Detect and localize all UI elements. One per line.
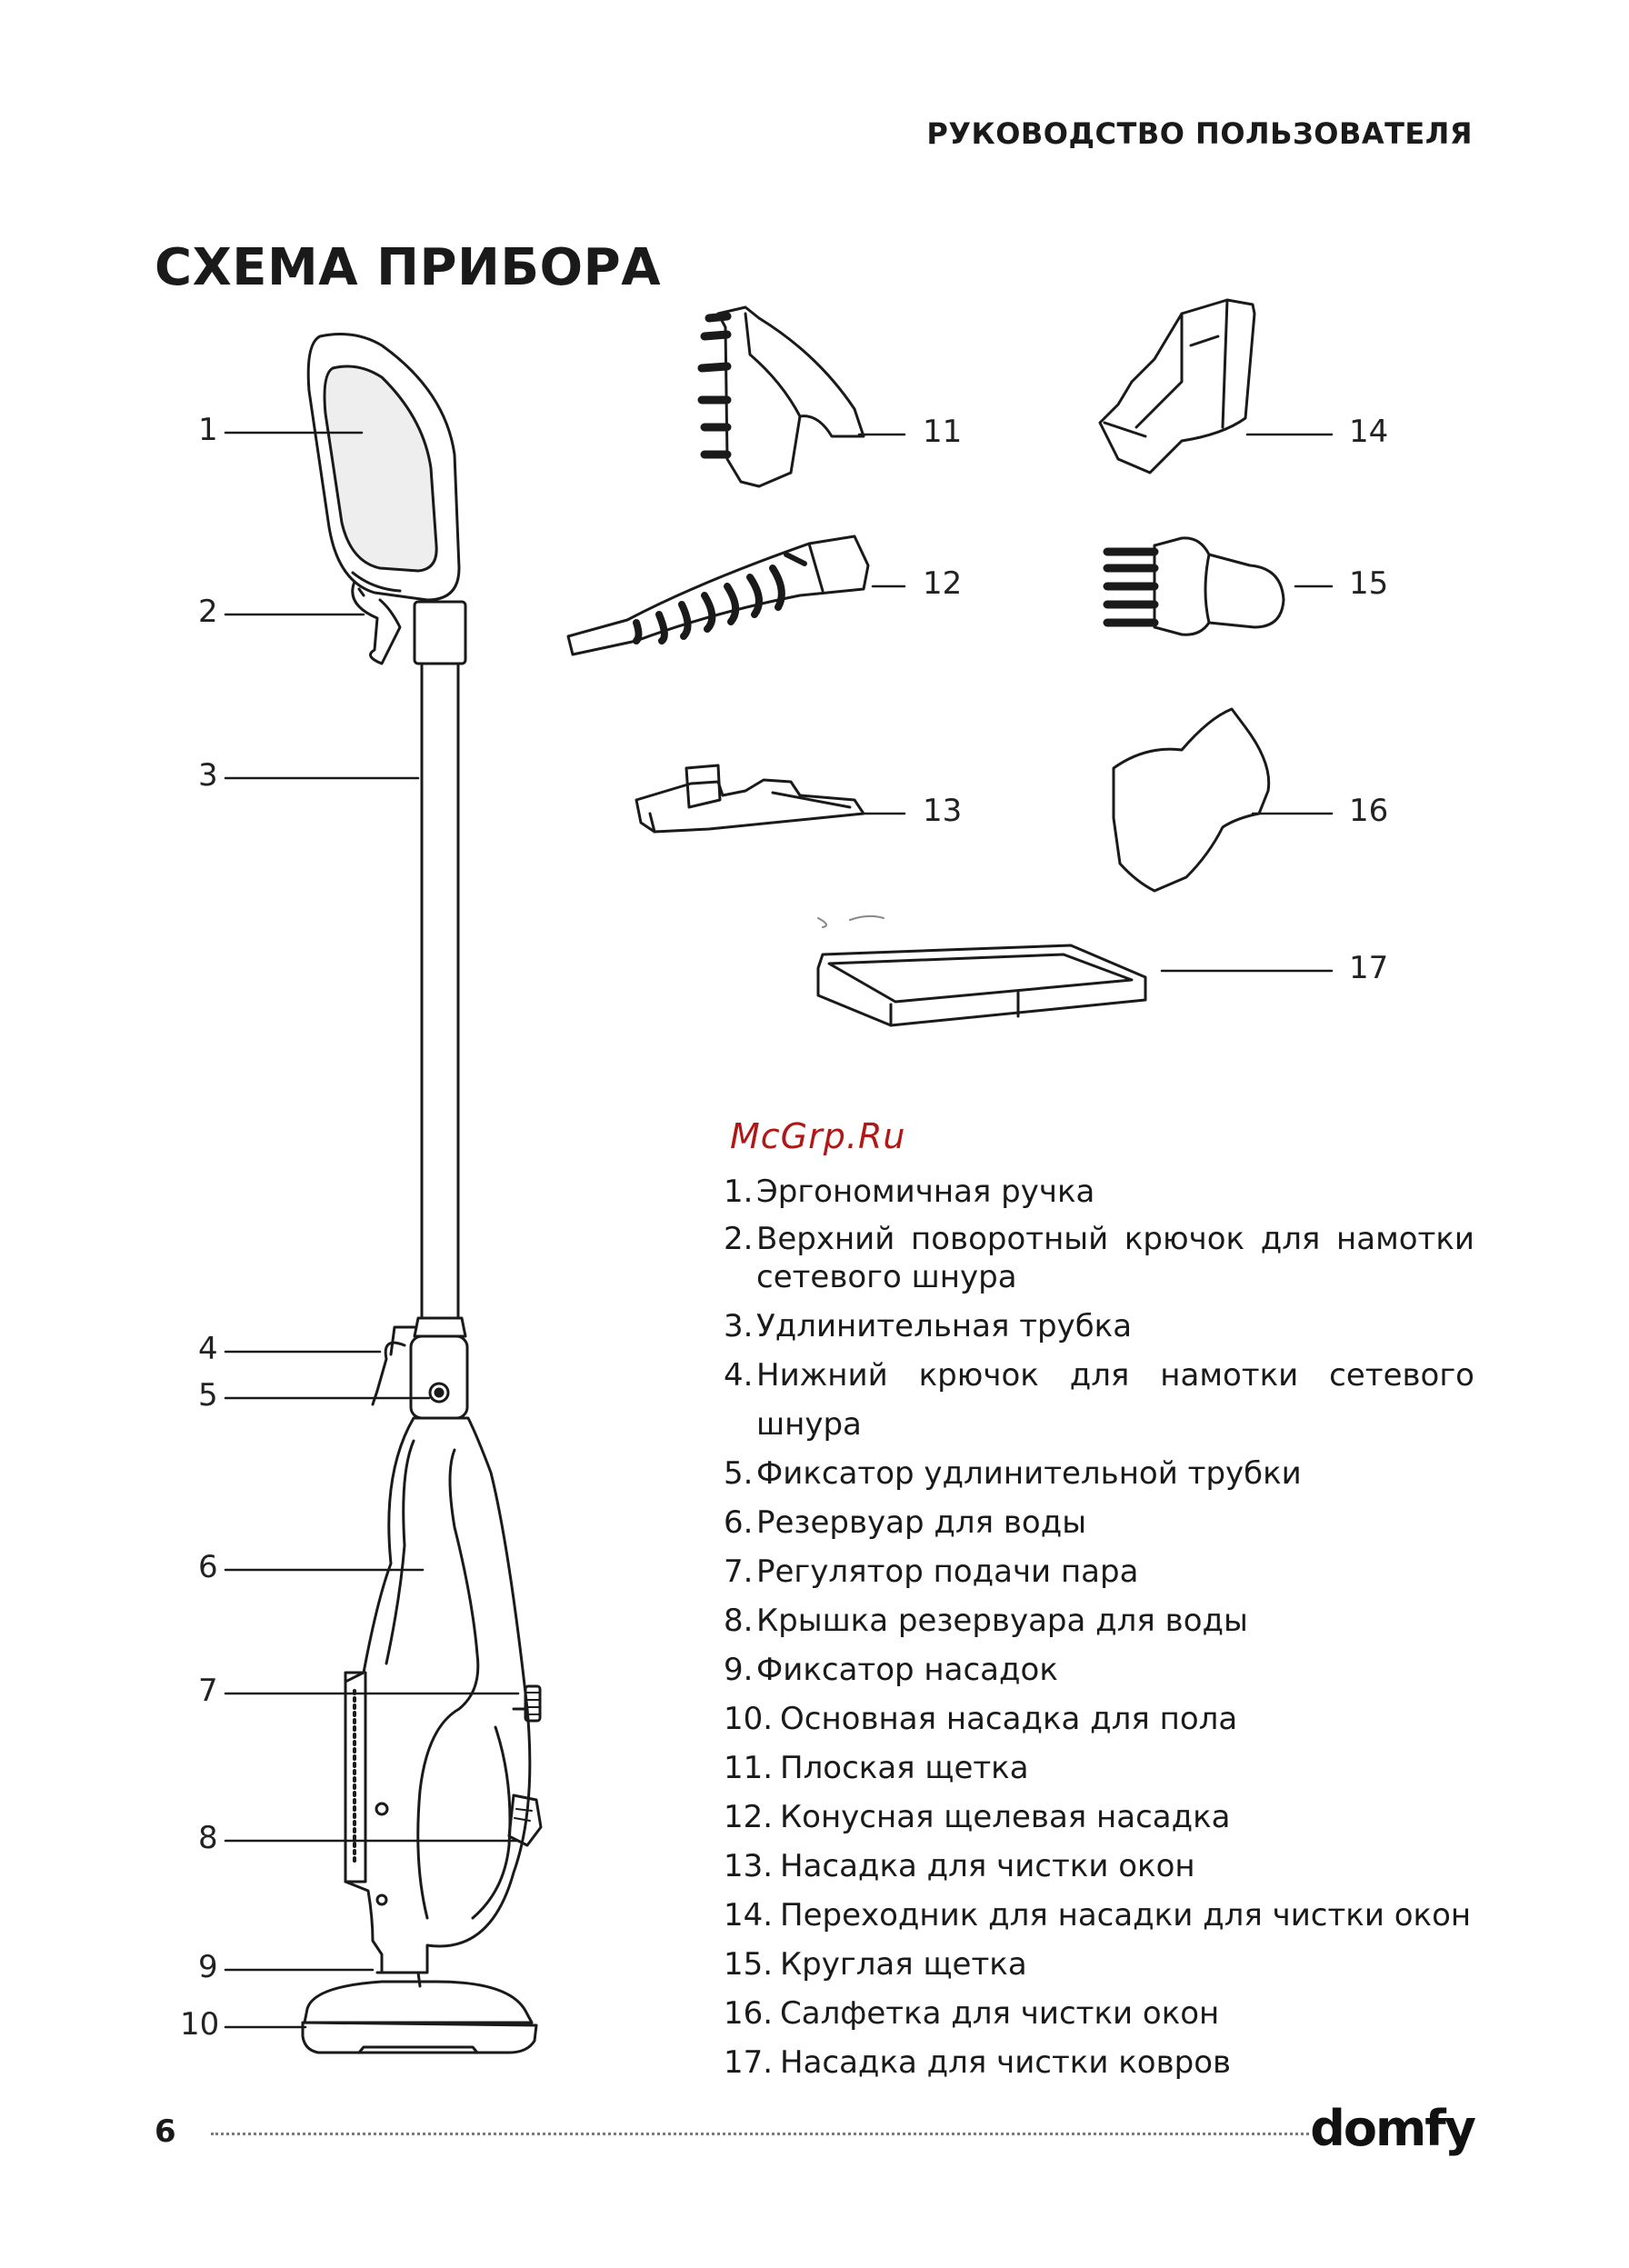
legend-number: 10.: [724, 1701, 774, 1737]
legend-label: Крышка резервуара для воды: [756, 1603, 1248, 1639]
callout-10: 10: [180, 2006, 220, 2043]
callout-1: 1: [198, 412, 218, 448]
legend-number: 12.: [724, 1799, 774, 1835]
parts-legend: 1.Эргономичная ручка 2.Верхний поворотны…: [724, 1167, 1474, 2087]
page-number: 6: [155, 2113, 176, 2150]
legend-label: Удлинительная трубка: [756, 1308, 1133, 1344]
legend-label: Фиксатор удлинительной трубки: [756, 1455, 1302, 1492]
watermark: McGrp.Ru: [730, 1116, 906, 1156]
legend-number: 9.: [724, 1652, 754, 1688]
legend-number: 11.: [724, 1750, 774, 1786]
legend-number: 16.: [724, 1995, 774, 2032]
round-brush-illustration: [1103, 536, 1285, 636]
callout-17: 17: [1349, 950, 1389, 986]
legend-item: 1.Эргономичная ручка: [724, 1167, 1474, 1216]
legend-label: Насадка для чистки окон: [780, 1848, 1195, 1884]
legend-item: 14.Переходник для насадки для чистки око…: [724, 1891, 1474, 1940]
running-header: РУКОВОДСТВО ПОЛЬЗОВАТЕЛЯ: [926, 116, 1473, 151]
legend-item: 5.Фиксатор удлинительной трубки: [724, 1449, 1474, 1498]
legend-label: Эргономичная ручка: [756, 1174, 1095, 1210]
legend-number: 4.: [724, 1357, 754, 1394]
legend-number: 3.: [724, 1308, 754, 1344]
legend-number: 2.: [724, 1221, 754, 1257]
legend-item: 6.Резервуар для воды: [724, 1498, 1474, 1547]
legend-item: 12.Конусная щелевая насадка: [724, 1793, 1474, 1842]
callout-3: 3: [198, 757, 218, 794]
legend-label: Верхний поворотный крючок для намотки се…: [756, 1221, 1474, 1295]
flat-brush-illustration: [697, 305, 865, 488]
window-cloth-illustration: [1112, 707, 1271, 893]
legend-label: Фиксатор насадок: [756, 1652, 1058, 1688]
legend-number: 14.: [724, 1897, 774, 1933]
legend-item: 17.Насадка для чистки ковров: [724, 2038, 1474, 2087]
legend-number: 5.: [724, 1455, 754, 1492]
callout-12: 12: [923, 565, 963, 602]
legend-label: Плоская щетка: [780, 1750, 1029, 1786]
callout-16: 16: [1349, 793, 1389, 829]
callout-14: 14: [1349, 414, 1389, 450]
legend-item: 10.Основная насадка для пола: [724, 1694, 1474, 1743]
legend-number: 8.: [724, 1603, 754, 1639]
callout-11: 11: [923, 414, 963, 450]
callout-7: 7: [198, 1673, 218, 1709]
steam-mop-illustration: [301, 333, 543, 2054]
callout-5: 5: [198, 1377, 218, 1414]
legend-number: 15.: [724, 1946, 774, 1983]
legend-item: 13.Насадка для чистки окон: [724, 1842, 1474, 1891]
legend-label: Салфетка для чистки окон: [780, 1995, 1220, 2032]
legend-item: 8.Крышка резервуара для воды: [724, 1596, 1474, 1645]
legend-item: 16.Салфетка для чистки окон: [724, 1989, 1474, 2038]
legend-label: Круглая щетка: [780, 1946, 1027, 1983]
legend-number: 6.: [724, 1504, 754, 1541]
cone-nozzle-illustration: [566, 535, 870, 656]
legend-item: 2.Верхний поворотный крючок для намотки …: [724, 1216, 1474, 1302]
legend-label: Резервуар для воды: [756, 1504, 1087, 1541]
callout-13: 13: [923, 793, 963, 829]
legend-number: 13.: [724, 1848, 774, 1884]
legend-number: 1.: [724, 1174, 754, 1210]
legend-item: 9.Фиксатор насадок: [724, 1645, 1474, 1694]
legend-item: 15.Круглая щетка: [724, 1940, 1474, 1989]
footer-divider: [211, 2133, 1309, 2135]
legend-label: Нижний крючок для намотки сетевого шнура: [756, 1357, 1474, 1443]
window-nozzle-illustration: [635, 764, 865, 834]
legend-label: Насадка для чистки ковров: [780, 2044, 1232, 2081]
legend-number: 7.: [724, 1554, 754, 1590]
legend-label: Основная насадка для пола: [780, 1701, 1238, 1737]
callout-6: 6: [198, 1549, 218, 1585]
legend-number: 17.: [724, 2044, 774, 2081]
callout-2: 2: [198, 594, 218, 630]
legend-item: 11.Плоская щетка: [724, 1743, 1474, 1793]
legend-item: 7.Регулятор подачи пара: [724, 1547, 1474, 1596]
legend-item: 4.Нижний крючок для намотки сетевого шну…: [724, 1351, 1474, 1449]
legend-label: Конусная щелевая насадка: [780, 1799, 1231, 1835]
legend-label: Регулятор подачи пара: [756, 1554, 1139, 1590]
window-adapter-illustration: [1098, 298, 1256, 475]
legend-label: Переходник для насадки для чистки окон: [780, 1897, 1472, 1933]
callout-15: 15: [1349, 565, 1389, 602]
legend-item: 3.Удлинительная трубка: [724, 1302, 1474, 1351]
page-title: СХЕМА ПРИБОРА: [155, 238, 662, 297]
callout-leaders: [224, 431, 1334, 2029]
callout-9: 9: [198, 1949, 218, 1985]
callout-4: 4: [198, 1331, 218, 1367]
callout-8: 8: [198, 1820, 218, 1856]
carpet-glider-illustration: [816, 914, 1147, 1027]
brand-logo: domfy: [1310, 2100, 1476, 2157]
